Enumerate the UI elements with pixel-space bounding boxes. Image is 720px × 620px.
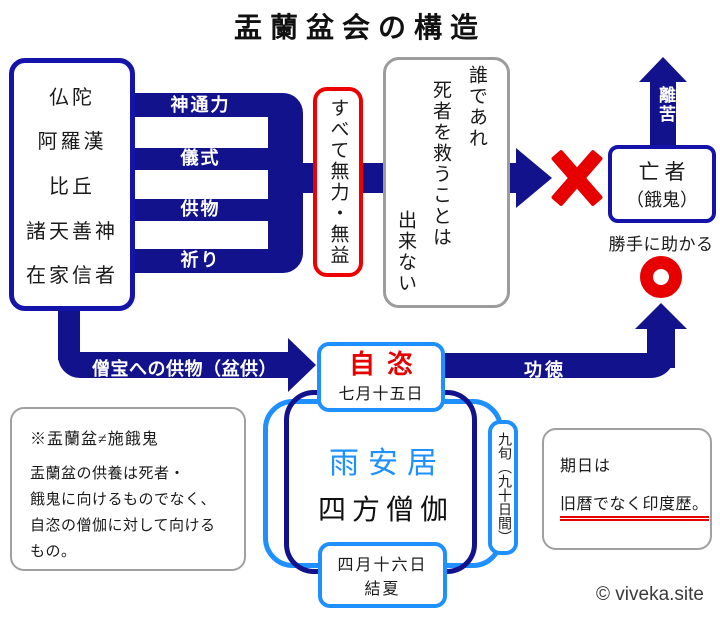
retreat-subtitle: 四方僧伽 (317, 495, 454, 526)
note-left-box: ※盂蘭盆≠施餓鬼 盂蘭盆の供養は死者・ 餓鬼に向けるものでなく、 自恣の僧伽に対… (10, 407, 246, 571)
copyright-text: © viveka.site (596, 584, 704, 605)
liberation-arrow-stem (650, 80, 676, 146)
merit-arrow-head (635, 303, 687, 329)
channel-gap (133, 117, 268, 148)
merit-arrow-label: 功徳 (524, 360, 566, 380)
impossible-line-3: 出来ない (395, 210, 416, 294)
channel-label-gishiki: 儀式 (180, 148, 221, 168)
practitioner-arhat: 阿羅漢 (37, 131, 107, 154)
retreat-duration-text: 九旬（九十日間） (496, 431, 511, 544)
merit-arrow-bar (445, 353, 675, 378)
channels-arrow-block: 神通力 儀式 供物 祈り (133, 93, 303, 273)
futility-box: すべて無力・無益 (313, 87, 363, 277)
note-left-line: 餓鬼に向けるものでなく、 (30, 492, 217, 508)
futility-arrow-head (516, 148, 552, 208)
offering-arrow-stem (58, 300, 80, 360)
merit-arrow-stem (647, 328, 675, 368)
practitioner-devas: 諸天善神 (26, 220, 118, 243)
pavarana-title: 自恣 (348, 350, 425, 379)
self-saved-note: 勝手に助かる (608, 235, 714, 254)
liberation-arrow-head (639, 57, 687, 82)
note-left-line: 自恣の僧伽に対して向ける (30, 518, 216, 534)
futility-text: すべて無力・無益 (327, 98, 349, 266)
practitioner-bhikkhu: 比丘 (49, 175, 95, 198)
deceased-line-1: 亡者 (638, 160, 691, 184)
retreat-start-date: 四月十六日 (337, 557, 428, 574)
note-left-line: もの。 (30, 544, 77, 560)
rejection-x-mark (550, 149, 604, 207)
note-right-line-2-underlined: 旧暦でなく印度歴。 (560, 490, 709, 521)
offering-arrow-label: 僧宝への供物（盆供） (92, 359, 277, 379)
note-left-line: 盂蘭盆の供養は死者・ (30, 466, 186, 482)
liberation-arrow-label: 離苦 (656, 86, 675, 124)
practitioner-laity: 在家信者 (26, 265, 118, 288)
channel-label-jintsuriki: 神通力 (170, 95, 231, 115)
retreat-duration-box: 九旬（九十日間） (488, 420, 518, 555)
channel-label-kumotsu: 供物 (180, 199, 221, 219)
pavarana-date: 七月十五日 (338, 386, 424, 403)
impossible-line-1: 誰であれ (466, 65, 487, 149)
impossible-line-2: 死者を救うことは (430, 80, 451, 248)
channel-gap (133, 170, 268, 199)
note-right-box: 期日は 旧暦でなく印度歴。 (542, 428, 712, 550)
note-right-line-1: 期日は (560, 458, 612, 475)
offering-arrow-bar (58, 352, 288, 378)
pavarana-box: 自恣 七月十五日 (317, 342, 445, 412)
retreat-start-label: 結夏 (364, 581, 401, 598)
impossible-box: 誰であれ 死者を救うことは 出来ない (383, 57, 510, 308)
deceased-line-2: （餓鬼） (626, 190, 698, 210)
acceptance-circle-mark (640, 256, 682, 298)
practitioners-box: 仏陀 阿羅漢 比丘 諸天善神 在家信者 (9, 58, 135, 311)
practitioner-buddha: 仏陀 (49, 86, 95, 109)
retreat-title: 雨安居 (329, 447, 446, 480)
page-title: 盂蘭盆会の構造 (233, 13, 486, 44)
channel-label-inori: 祈り (180, 250, 221, 270)
offering-arrow-head (288, 338, 316, 392)
channel-gap (133, 221, 268, 249)
note-left-heading: ※盂蘭盆≠施餓鬼 (30, 431, 159, 448)
retreat-start-box: 四月十六日 結夏 (318, 542, 447, 608)
deceased-box: 亡者 （餓鬼） (608, 145, 716, 223)
